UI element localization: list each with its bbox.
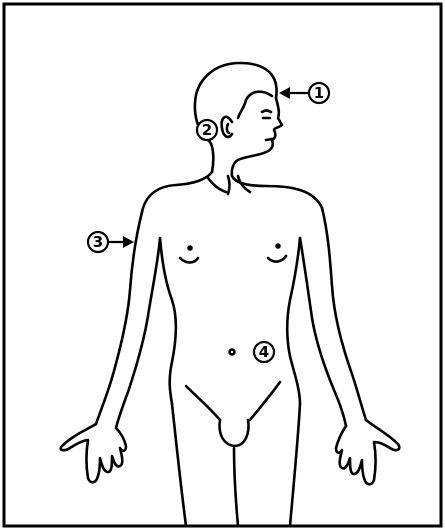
- callout-1: 1: [279, 83, 329, 103]
- callout-1-label: 1: [314, 84, 324, 102]
- callout-4: 4: [254, 342, 274, 362]
- torso: [160, 238, 300, 526]
- callout-2: 2: [197, 120, 217, 140]
- neck-shoulders: [142, 172, 322, 212]
- callout-3: 3: [88, 232, 134, 252]
- callout-2-label: 2: [202, 121, 212, 139]
- left-arm: [61, 212, 160, 482]
- right-arm: [300, 208, 399, 484]
- callout-3-label: 3: [93, 233, 103, 251]
- callout-4-label: 4: [259, 343, 269, 361]
